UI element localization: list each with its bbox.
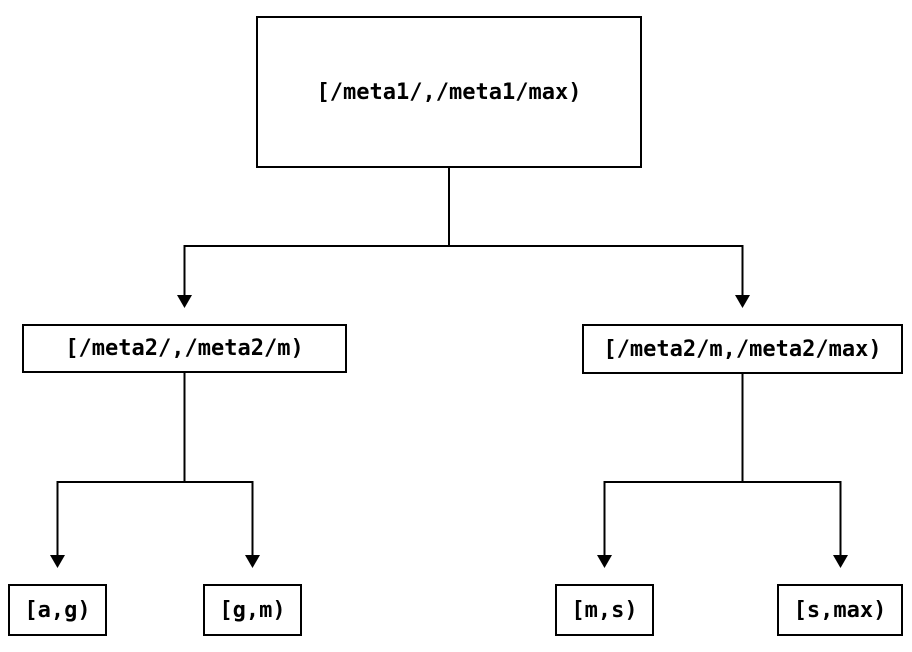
arrow-down-icon <box>597 555 612 568</box>
arrow-down-icon <box>735 295 750 308</box>
node-leaf-range: [g,m) <box>203 584 302 636</box>
arrow-down-icon <box>177 295 192 308</box>
edge-right-child-to-leaves <box>597 374 848 568</box>
node-leaf-range: [a,g) <box>8 584 107 636</box>
node-left-child-range: [/meta2/,/meta2/m) <box>22 324 347 373</box>
arrow-down-icon <box>50 555 65 568</box>
arrow-down-icon <box>245 555 260 568</box>
node-root-range: [/meta1/,/meta1/max) <box>256 16 642 168</box>
arrow-down-icon <box>833 555 848 568</box>
edge-root-to-children <box>177 168 750 308</box>
edge-left-child-to-leaves <box>50 373 260 568</box>
node-right-child-range: [/meta2/m,/meta2/max) <box>582 324 903 374</box>
node-leaf-range: [s,max) <box>777 584 903 636</box>
node-leaf-range: [m,s) <box>555 584 654 636</box>
